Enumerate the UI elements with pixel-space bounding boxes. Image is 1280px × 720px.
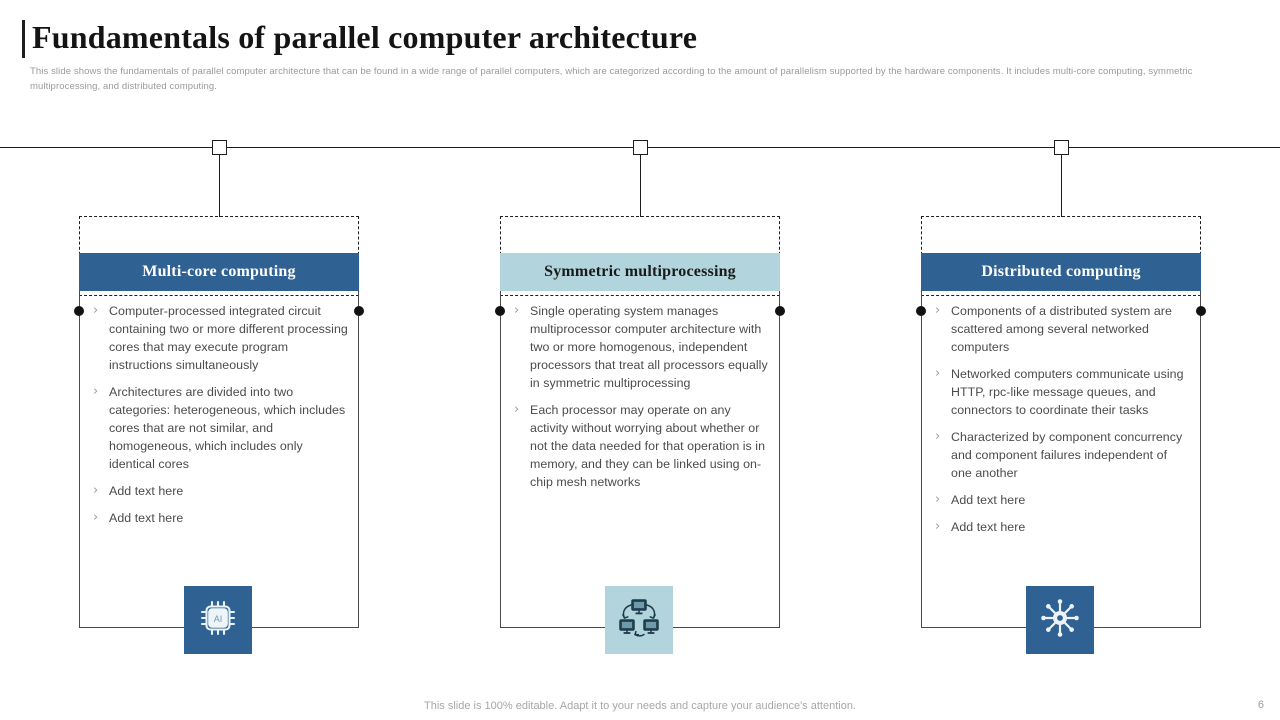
- bullet-text: Add text here: [951, 493, 1026, 507]
- icon-tile-symmetric-multiprocessing[interactable]: [605, 586, 673, 654]
- bullet-item: › Add text here: [93, 509, 349, 527]
- bullet-item: › Computer-processed integrated circuit c…: [93, 302, 349, 374]
- chevron-right-icon: ›: [93, 510, 99, 525]
- chevron-right-icon: ›: [93, 384, 99, 399]
- column-multi-core-computing[interactable]: Multi-core computing › Computer-processed …: [74, 216, 364, 654]
- bullet-item: › Components of a distributed system are …: [935, 302, 1191, 356]
- connector-dot-right-symmetric-multiprocessing: [775, 306, 785, 316]
- footer-note: This slide is 100% editable. Adapt it to…: [424, 700, 856, 712]
- bullet-text: Networked computers communicate using HT…: [951, 367, 1184, 417]
- bullet-list-symmetric-multiprocessing: › Single operating system manages multipr…: [514, 302, 770, 500]
- chevron-right-icon: ›: [93, 303, 99, 318]
- bullet-text: Single operating system manages multipro…: [530, 304, 768, 390]
- bullet-text: Computer-processed integrated circuit co…: [109, 304, 348, 372]
- title-accent-bar: [22, 20, 25, 58]
- chevron-right-icon: ›: [514, 402, 520, 417]
- column-header-symmetric-multiprocessing: Symmetric multiprocessing: [500, 253, 780, 291]
- connector-dot-left-distributed-computing: [916, 306, 926, 316]
- bullet-text: Add text here: [951, 520, 1026, 534]
- networked-computers-icon: [618, 598, 660, 643]
- distributed-network-hub-icon: [1040, 598, 1080, 643]
- chevron-right-icon: ›: [935, 492, 941, 507]
- bullet-item: › Networked computers communicate using H…: [935, 365, 1191, 419]
- page-number: 6: [1257, 699, 1264, 711]
- page-title: Fundamentals of parallel computer archit…: [32, 19, 698, 55]
- bullet-text: Add text here: [109, 484, 184, 498]
- chevron-right-icon: ›: [93, 483, 99, 498]
- rail-node-multi-core-computing[interactable]: [212, 140, 227, 155]
- chevron-right-icon: ›: [935, 366, 941, 381]
- chevron-right-icon: ›: [935, 303, 941, 318]
- column-header-multi-core-computing: Multi-core computing: [79, 253, 359, 291]
- bullet-text: Add text here: [109, 511, 184, 525]
- bullet-item: › Characterized by component concurrency …: [935, 428, 1191, 482]
- svg-text:AI: AI: [214, 614, 223, 624]
- connector-line-distributed-computing: [1061, 155, 1062, 217]
- bullet-item: › Single operating system manages multipr…: [514, 302, 770, 392]
- bullet-list-multi-core-computing: › Computer-processed integrated circuit c…: [93, 302, 349, 536]
- bullet-list-distributed-computing: › Components of a distributed system are …: [935, 302, 1191, 545]
- bullet-text: Each processor may operate on any activi…: [530, 403, 766, 489]
- rail-node-distributed-computing[interactable]: [1054, 140, 1069, 155]
- connector-dot-right-multi-core-computing: [354, 306, 364, 316]
- bullet-text: Architectures are divided into two categ…: [109, 385, 346, 471]
- bullet-item: › Add text here: [93, 482, 349, 500]
- bullet-text: Components of a distributed system are s…: [951, 304, 1172, 354]
- bullet-item: › Architectures are divided into two cate…: [93, 383, 349, 473]
- connector-dot-right-distributed-computing: [1196, 306, 1206, 316]
- column-header-distributed-computing: Distributed computing: [921, 253, 1201, 291]
- connector-dot-left-multi-core-computing: [74, 306, 84, 316]
- connector-dot-left-symmetric-multiprocessing: [495, 306, 505, 316]
- chevron-right-icon: ›: [514, 303, 520, 318]
- icon-tile-distributed-computing[interactable]: [1026, 586, 1094, 654]
- bullet-item: › Add text here: [935, 518, 1191, 536]
- bullet-item: › Add text here: [935, 491, 1191, 509]
- connector-line-symmetric-multiprocessing: [640, 155, 641, 217]
- column-symmetric-multiprocessing[interactable]: Symmetric multiprocessing › Single operati…: [495, 216, 785, 654]
- microchip-ai-icon: AI: [198, 598, 238, 643]
- bullet-item: › Each processor may operate on any activ…: [514, 401, 770, 491]
- chevron-right-icon: ›: [935, 429, 941, 444]
- column-distributed-computing[interactable]: Distributed computing › Components of a di…: [916, 216, 1206, 654]
- connector-line-multi-core-computing: [219, 155, 220, 217]
- bullet-text: Characterized by component concurrency a…: [951, 430, 1183, 480]
- chevron-right-icon: ›: [935, 519, 941, 534]
- page-subtitle: This slide shows the fundamentals of par…: [30, 66, 1193, 92]
- rail-node-symmetric-multiprocessing[interactable]: [633, 140, 648, 155]
- icon-tile-multi-core-computing[interactable]: AI: [184, 586, 252, 654]
